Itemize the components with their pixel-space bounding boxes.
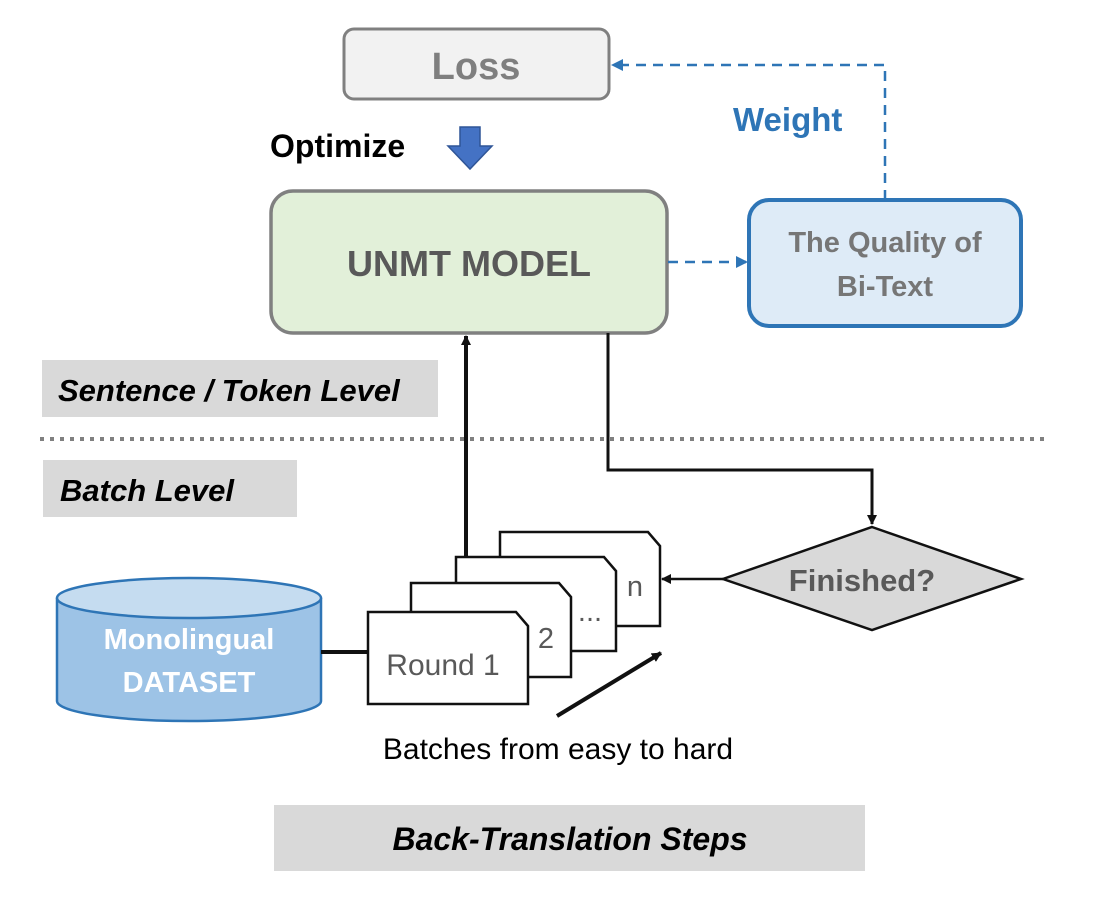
model-label: UNMT MODEL bbox=[347, 243, 591, 284]
quality-box: The Quality of Bi-Text bbox=[747, 198, 1023, 328]
finished-label: Finished? bbox=[789, 563, 935, 598]
loss-label: Loss bbox=[432, 46, 521, 88]
batches-caption: Batches from easy to hard bbox=[383, 733, 733, 766]
finished-decision: Finished? bbox=[719, 525, 1025, 632]
batch-level-label: Batch Level bbox=[60, 473, 235, 508]
weight-label: Weight bbox=[733, 101, 842, 138]
batch-ellipsis-label: ... bbox=[578, 596, 602, 628]
batch-round-1-label: Round 1 bbox=[386, 649, 499, 682]
batch-card-round-1: Round 1 bbox=[366, 610, 530, 706]
monolingual-dataset: Monolingual DATASET bbox=[55, 576, 323, 723]
back-translation-label: Back-Translation Steps bbox=[392, 821, 747, 857]
back-translation-label-box: Back-Translation Steps bbox=[274, 805, 865, 871]
dataset-label-line1: Monolingual bbox=[104, 624, 275, 656]
batch-n-label: n bbox=[627, 571, 643, 603]
dataset-label-line2: DATASET bbox=[123, 667, 256, 699]
quality-label-line1: The Quality of bbox=[788, 227, 982, 259]
unmt-model-box: UNMT MODEL bbox=[269, 189, 669, 335]
easy-to-hard-arrow bbox=[555, 651, 663, 718]
sentence-level-label-box: Sentence / Token Level bbox=[42, 360, 438, 417]
model-to-finished-arrow bbox=[606, 333, 877, 525]
loss-box: Loss bbox=[342, 27, 611, 101]
optimize-arrow-icon bbox=[446, 126, 494, 171]
batch-level-label-box: Batch Level bbox=[43, 460, 297, 517]
sentence-level-label: Sentence / Token Level bbox=[58, 373, 401, 408]
optimize-label: Optimize bbox=[270, 128, 405, 164]
quality-label-line2: Bi-Text bbox=[837, 271, 933, 303]
batch-2-label: 2 bbox=[538, 623, 554, 655]
